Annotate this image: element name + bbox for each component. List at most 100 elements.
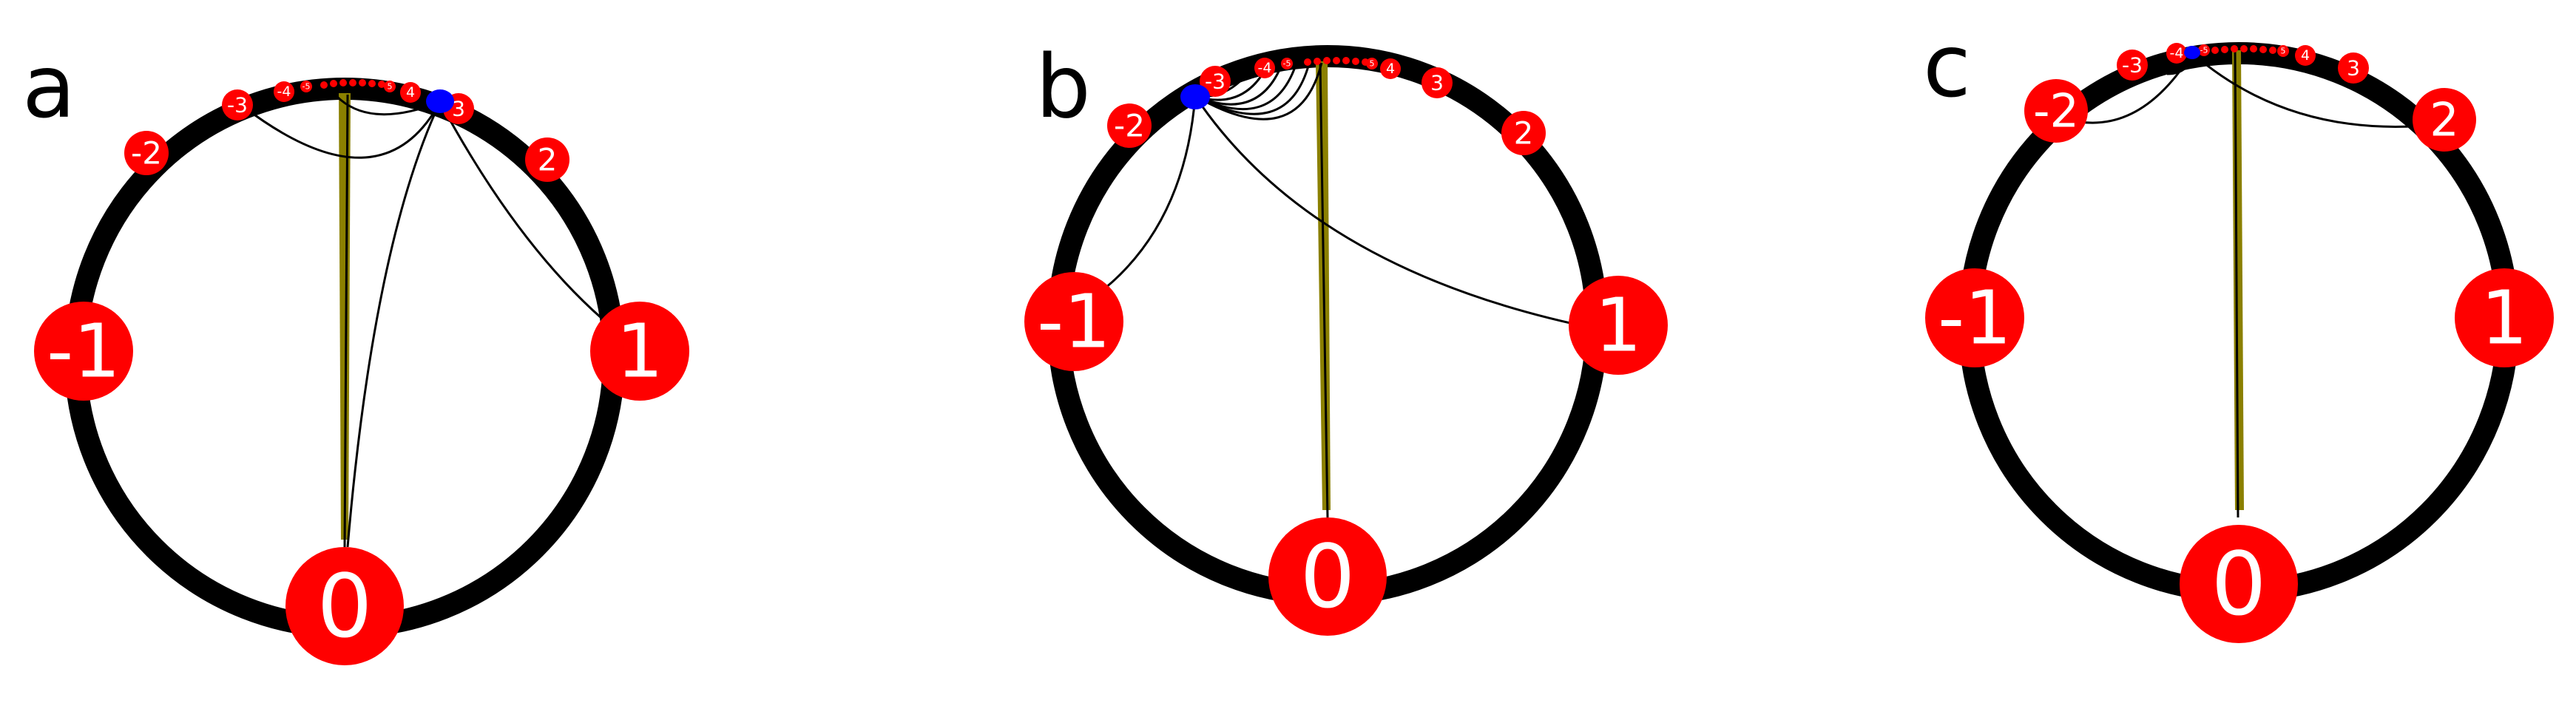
node: -1 xyxy=(1925,268,2024,367)
node-label: -2 xyxy=(131,135,162,171)
node-circle xyxy=(1200,66,1231,97)
node-label: -1 xyxy=(47,308,121,395)
node-circle xyxy=(2198,44,2210,56)
node-label: -5 xyxy=(1283,59,1291,69)
node-circle xyxy=(1254,58,1275,78)
node-circle xyxy=(1268,517,1387,636)
node: 2 xyxy=(525,137,569,182)
node-circle xyxy=(1366,58,1378,69)
node-label: 5 xyxy=(2281,47,2286,56)
node: 5 xyxy=(2277,45,2289,57)
node-label: 1 xyxy=(616,308,663,395)
dots-row xyxy=(320,79,385,89)
node-circle xyxy=(1107,103,1152,148)
dot xyxy=(2211,47,2219,54)
node-label: -4 xyxy=(277,84,291,100)
node-label: 0 xyxy=(317,555,372,657)
node: -3 xyxy=(2117,50,2148,81)
panel-c: c 0 1 -1 xyxy=(1923,15,2554,643)
highlight-node xyxy=(426,89,454,113)
node-circle xyxy=(2277,45,2289,57)
node-circle xyxy=(384,81,396,92)
edge xyxy=(2234,50,2239,518)
node-label: -3 xyxy=(2122,53,2143,78)
dot xyxy=(320,81,328,89)
node-circle xyxy=(1380,58,1401,79)
node: -3 xyxy=(222,89,253,120)
node-circle xyxy=(400,82,421,103)
node-label: 1 xyxy=(1595,282,1642,369)
node: -4 xyxy=(1254,58,1275,78)
node-circle xyxy=(222,89,253,120)
node: -3 xyxy=(1200,66,1231,97)
node-circle xyxy=(1569,276,1668,375)
node-label: -1 xyxy=(1938,275,2012,361)
panel-letter-c: c xyxy=(1923,15,1971,117)
node: -1 xyxy=(1024,272,1123,371)
node: 4 xyxy=(1380,58,1401,79)
highlight-node xyxy=(2184,46,2200,59)
node-label: -5 xyxy=(302,82,311,92)
edge xyxy=(325,90,441,103)
dot xyxy=(1323,57,1331,64)
node-circle xyxy=(274,81,294,102)
highlight-node xyxy=(1180,84,1210,109)
node-label: 4 xyxy=(406,84,415,101)
panel-b: b 0 1 xyxy=(1024,35,1668,636)
node: 4 xyxy=(2295,45,2316,66)
edges xyxy=(2063,50,2441,518)
node-circle xyxy=(2455,268,2554,367)
node-label: -4 xyxy=(2170,45,2184,61)
node: -5 xyxy=(1281,58,1293,69)
node-circle xyxy=(300,81,312,92)
edge xyxy=(1319,62,1329,518)
node: -1 xyxy=(34,302,133,401)
dot xyxy=(2231,45,2238,52)
node-label: 2 xyxy=(1514,115,1534,152)
node-label: 3 xyxy=(2347,56,2360,81)
node: 2 xyxy=(2413,88,2476,152)
node-label: -3 xyxy=(227,93,248,118)
node: 1 xyxy=(1569,276,1668,375)
dot xyxy=(2269,47,2276,54)
node: 2 xyxy=(1501,111,1546,155)
edge xyxy=(343,94,349,548)
dots-row xyxy=(1304,57,1369,66)
node-circle xyxy=(1281,58,1293,69)
node: 3 xyxy=(2338,52,2369,84)
node-circle xyxy=(124,131,169,175)
node-circle xyxy=(2117,50,2148,81)
panel-letter-b: b xyxy=(1035,35,1091,137)
dot xyxy=(359,79,366,86)
node-label: 2 xyxy=(538,142,558,178)
dot xyxy=(1352,58,1359,65)
dot xyxy=(339,79,347,86)
edge xyxy=(243,101,442,159)
node: -4 xyxy=(2166,43,2187,64)
node: -2 xyxy=(1107,103,1152,148)
node-label: 4 xyxy=(2301,47,2310,64)
node-label: -1 xyxy=(1037,279,1111,365)
dot xyxy=(368,80,376,87)
node-label: 2 xyxy=(2430,93,2458,147)
node-label: 5 xyxy=(388,82,393,92)
node: -2 xyxy=(2024,79,2088,143)
node: 5 xyxy=(1366,58,1378,69)
node-circle xyxy=(2024,79,2088,143)
edge xyxy=(1194,63,1311,115)
node: -2 xyxy=(124,131,169,175)
dot xyxy=(349,79,356,86)
node-label: 3 xyxy=(1430,71,1444,95)
node: -5 xyxy=(2198,44,2210,56)
node-circle xyxy=(2338,52,2369,84)
node-circle xyxy=(2166,43,2187,64)
edge xyxy=(1194,95,1617,334)
dot xyxy=(2259,46,2267,53)
node-label: -4 xyxy=(1258,60,1272,76)
panel-a: a 0 1 xyxy=(22,35,689,665)
node-circle xyxy=(2295,45,2316,66)
node-label: -2 xyxy=(1114,108,1145,144)
dot xyxy=(1333,57,1340,64)
node-circle xyxy=(1421,67,1453,98)
